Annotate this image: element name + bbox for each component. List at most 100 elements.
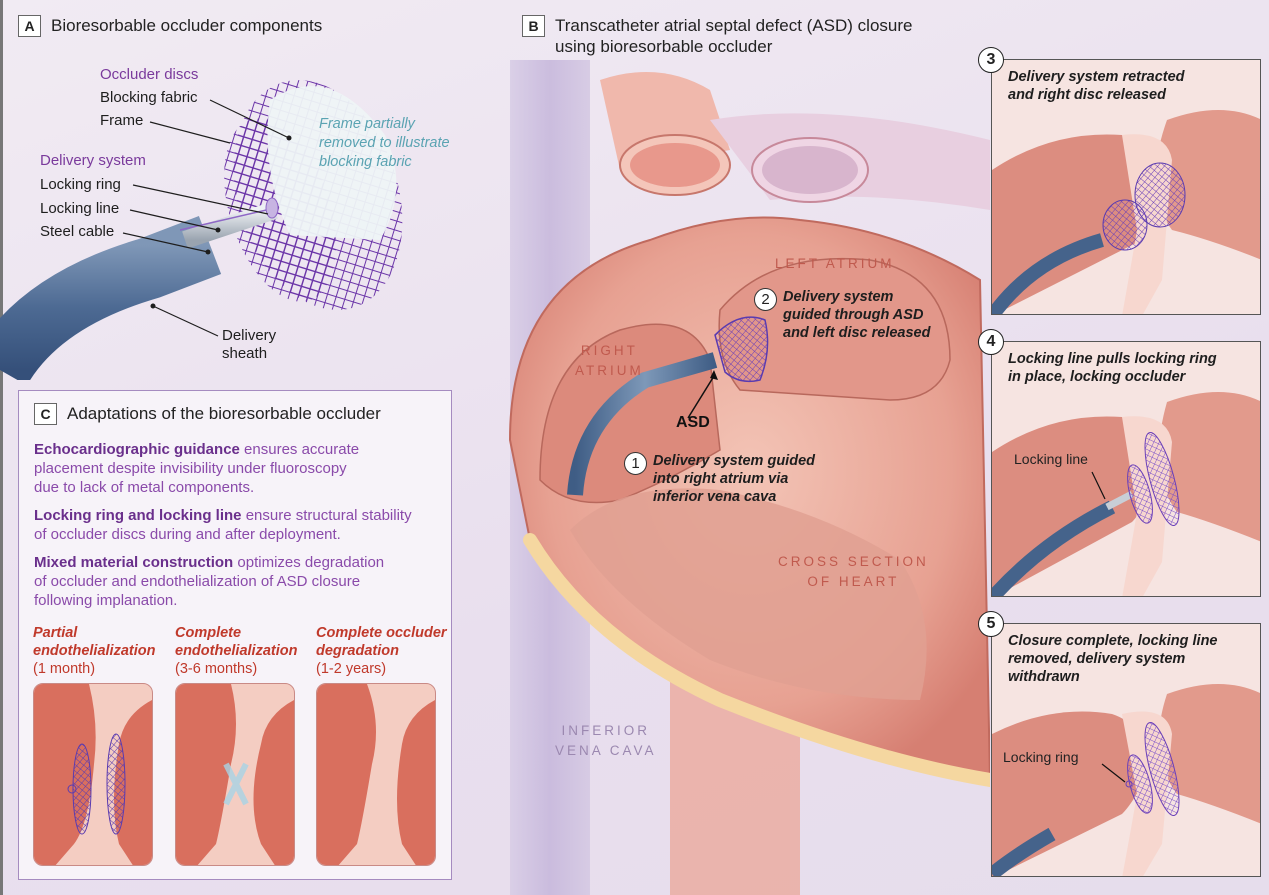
adaptation-text: ensures accurate (239, 441, 360, 458)
panel-a-title: Bioresorbable occluder components (51, 16, 323, 35)
step-2-line: guided through ASD (783, 307, 924, 323)
inset-3-illustration (992, 60, 1260, 314)
adaptation-mixed-material: Mixed material construction optimizes de… (34, 553, 384, 610)
panel-c-box: C Adaptations of the bioresorbable occlu… (18, 390, 452, 880)
label-left-atrium: LEFT ATRIUM (775, 256, 895, 271)
step-2-number: 2 (754, 288, 777, 311)
inset-step-4: Locking line pulls locking ring in place… (991, 341, 1261, 597)
right-atrium-line: RIGHT (580, 343, 638, 358)
inset-4-illustration (992, 342, 1260, 596)
step-2-line: and left disc released (783, 325, 931, 341)
right-atrium-line: ATRIUM (575, 363, 644, 378)
label-locking-line: Locking line (40, 200, 120, 217)
occluder-illustration (0, 80, 403, 380)
step-5-line: withdrawn (1008, 669, 1080, 685)
step-4-line: in place, locking occluder (1008, 369, 1186, 385)
stage-title-line: Partial (33, 625, 78, 641)
inset-step-3: Delivery system retracted and right disc… (991, 59, 1261, 315)
left-atrium-chamber (718, 257, 951, 401)
locking-line-callout: Locking line (1014, 451, 1088, 467)
adaptation-heading: Echocardiographic guidance (34, 441, 240, 458)
step-5-number: 5 (978, 611, 1004, 637)
frame-note-line: removed to illustrate (319, 135, 450, 151)
step-3-line: Delivery system retracted (1008, 69, 1185, 85)
label-steel-cable: Steel cable (40, 223, 115, 240)
panel-c-header: C Adaptations of the bioresorbable occlu… (34, 403, 381, 425)
step-1-line: into right atrium via (653, 471, 789, 487)
inset-step-5: Closure complete, locking line removed, … (991, 623, 1261, 877)
adaptation-text: due to lack of metal components. (34, 479, 255, 496)
step-4-line: Locking line pulls locking ring (1008, 351, 1217, 367)
frame-note-line: Frame partially (319, 116, 415, 132)
panel-a-header: A Bioresorbable occluder components (18, 15, 322, 37)
cross-section-line: OF HEART (807, 574, 900, 589)
stage-1-illustration (33, 683, 153, 866)
occluder-discs (224, 80, 403, 310)
step-2-line: Delivery system (783, 289, 894, 305)
stage-partial-endothelialization: Partial endothelialization (1 month) (33, 624, 155, 678)
panel-b-title-line: Transcatheter atrial septal defect (ASD)… (555, 16, 913, 35)
panel-b-title: Transcatheter atrial septal defect (ASD)… (555, 15, 912, 57)
step-1: 1 Delivery system guided into right atri… (624, 452, 815, 506)
step-2-text: Delivery system guided through ASD and l… (783, 288, 930, 342)
stage-3-illustration (316, 683, 436, 866)
step-4-text: Locking line pulls locking ring in place… (1008, 350, 1217, 386)
stage-complete-endothelialization: Complete endothelialization (3-6 months) (175, 624, 297, 678)
label-blocking-fabric: Blocking fabric (100, 89, 198, 106)
stage-duration: (3-6 months) (175, 661, 258, 677)
step-5-line: Closure complete, locking line (1008, 633, 1218, 649)
ventricle-chamber (570, 488, 927, 700)
frame-note-line: blocking fabric (319, 154, 412, 170)
step-3-text: Delivery system retracted and right disc… (1008, 68, 1185, 104)
inset-5-illustration (992, 624, 1260, 876)
label-inferior-vena-cava: INFERIOR VENA CAVA (555, 721, 657, 761)
stage-title-line: Complete (175, 625, 242, 641)
frame-note: Frame partially removed to illustrate bl… (319, 115, 450, 172)
leader-lines (122, 99, 290, 337)
locking-ring-callout: Locking ring (1003, 749, 1079, 765)
delivery-sheath-line: Delivery (222, 327, 277, 344)
label-asd: ASD (676, 414, 710, 431)
ivc-line: VENA CAVA (555, 743, 657, 758)
step-1-number: 1 (624, 452, 647, 475)
adaptation-heading: Locking ring and locking line (34, 507, 242, 524)
label-frame: Frame (100, 112, 144, 129)
label-delivery-sheath: Delivery sheath (222, 327, 276, 363)
adaptation-echo-guidance: Echocardiographic guidance ensures accur… (34, 440, 359, 497)
occluder-discs-heading: Occluder discs (100, 66, 199, 83)
stage-title-line: endothelialization (33, 643, 156, 659)
step-1-text: Delivery system guided into right atrium… (653, 452, 815, 506)
adaptation-text: ensure structural stability (241, 507, 412, 524)
adaptation-text: following implanation. (34, 592, 178, 609)
left-border (0, 0, 3, 895)
stage-title-line: Complete occluder (316, 625, 447, 641)
stage-duration: (1-2 years) (316, 661, 387, 677)
stage-occluder-degradation: Complete occluder degradation (1-2 years… (316, 624, 447, 678)
panel-b-header: B Transcatheter atrial septal defect (AS… (522, 15, 912, 57)
delivery-system-heading: Delivery system (40, 152, 146, 169)
label-right-atrium: RIGHT ATRIUM (575, 341, 644, 381)
stage-2-illustration (175, 683, 295, 866)
step-3-number: 3 (978, 47, 1004, 73)
step-5-line: removed, delivery system (1008, 651, 1186, 667)
adaptation-text: of occluder discs during and after deplo… (34, 526, 341, 543)
step-4-number: 4 (978, 329, 1004, 355)
adaptation-text: optimizes degradation (233, 554, 385, 571)
label-cross-section: CROSS SECTION OF HEART (778, 552, 929, 592)
step-1-line: inferior vena cava (653, 489, 777, 505)
adaptation-locking: Locking ring and locking line ensure str… (34, 506, 412, 544)
ivc-line: INFERIOR (561, 723, 651, 738)
cross-section-line: CROSS SECTION (778, 554, 929, 569)
heart-cross-section (508, 60, 990, 895)
adaptation-text: of occluder and endothelialization of AS… (34, 573, 361, 590)
panel-c-title: Adaptations of the bioresorbable occlude… (67, 404, 381, 423)
panel-c-letter: C (34, 403, 57, 425)
step-1-line: Delivery system guided (653, 453, 815, 469)
stage-title-line: endothelialization (175, 643, 298, 659)
panel-a-letter: A (18, 15, 41, 37)
adaptation-heading: Mixed material construction (34, 554, 234, 571)
label-locking-ring: Locking ring (40, 176, 121, 193)
panel-b-letter: B (522, 15, 545, 37)
stage-duration: (1 month) (33, 661, 96, 677)
step-5-text: Closure complete, locking line removed, … (1008, 632, 1218, 686)
